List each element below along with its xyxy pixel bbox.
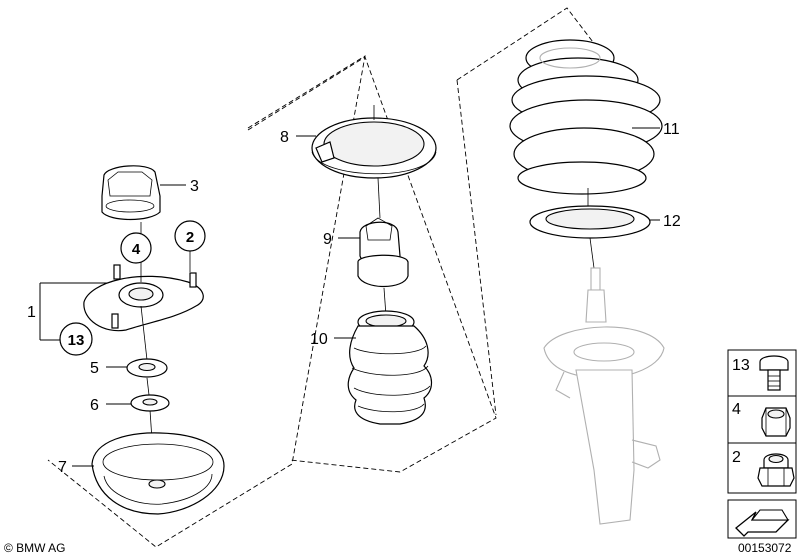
direction-arrow-icon — [727, 499, 797, 539]
svg-text:2: 2 — [732, 449, 741, 466]
callout-11: 11 — [663, 121, 680, 138]
callout-8: 8 — [280, 129, 289, 146]
frame-middle — [247, 56, 497, 473]
legend-item-2: 2 — [732, 449, 795, 487]
part-1-mount-plate — [39, 264, 204, 341]
callout-10: 10 — [310, 331, 328, 348]
callout-4: 4 — [120, 232, 152, 264]
part-7-spring-seat — [72, 432, 225, 515]
diagram-id: 00153072 — [738, 541, 792, 555]
part-10-dust-boot — [334, 287, 433, 425]
legend-item-4: 4 — [732, 401, 791, 437]
part-3-cap — [101, 165, 186, 221]
hardware-legend: 13 4 2 — [727, 349, 797, 494]
locking-nut-icon — [757, 453, 795, 487]
svg-text:4: 4 — [132, 241, 141, 258]
part-6-washer — [106, 394, 170, 412]
legend-item-13: 13 — [732, 355, 789, 391]
callout-2: 2 — [174, 220, 206, 252]
bolt-icon — [759, 355, 789, 391]
part-8-ring — [296, 105, 437, 179]
callout-7: 7 — [58, 459, 67, 476]
copyright-text: © BMW AG — [4, 541, 66, 555]
callout-9: 9 — [323, 231, 332, 248]
part-11-coil-spring — [509, 39, 663, 195]
part-5-washer — [106, 358, 168, 378]
callout-3: 3 — [190, 178, 199, 195]
callout-12: 12 — [663, 213, 681, 230]
nut-icon — [761, 407, 791, 437]
strut-body — [543, 267, 665, 525]
callout-13: 13 — [59, 322, 93, 356]
svg-text:13: 13 — [68, 332, 85, 349]
svg-text:4: 4 — [732, 401, 741, 418]
frame-left — [47, 55, 366, 548]
part-9-bump-stop — [338, 177, 409, 287]
callout-6: 6 — [90, 397, 99, 414]
svg-text:13: 13 — [732, 357, 750, 374]
callout-5: 5 — [90, 360, 99, 377]
callout-1: 1 — [27, 304, 36, 321]
part-12-spring-pad — [529, 188, 660, 269]
svg-text:2: 2 — [186, 229, 194, 246]
